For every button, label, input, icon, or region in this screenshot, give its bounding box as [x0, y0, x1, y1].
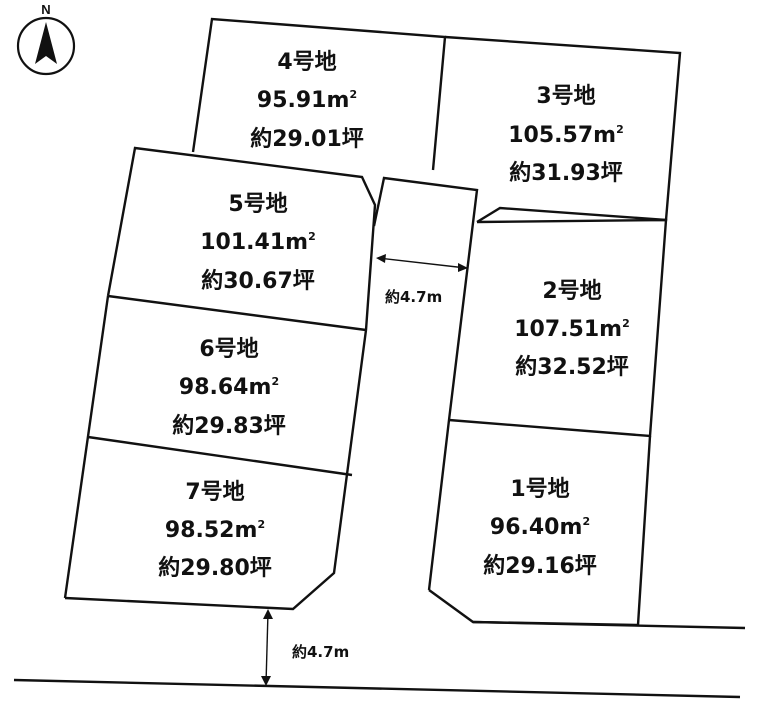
- lot-name: 5号地: [228, 192, 287, 217]
- lot-tsubo: 約29.83坪: [172, 413, 286, 439]
- lot-area-value: 96.40: [490, 515, 560, 540]
- lot-4-boundary: [191, 17, 447, 171]
- lot-area: 101.41m2: [200, 230, 316, 255]
- private-road-width-label: 約4.7m: [385, 288, 442, 306]
- lot-area-unit-superscript: 2: [622, 317, 630, 330]
- lot-area: 95.91m2: [257, 88, 357, 113]
- lot-name: 4号地: [277, 50, 336, 75]
- lot-tsubo: 約30.67坪: [201, 268, 315, 294]
- front-road-width-arrow: [265, 611, 269, 685]
- lot-area-unit-superscript: 2: [257, 518, 265, 531]
- lot-tsubo: 約29.80坪: [158, 555, 272, 581]
- lot-area-unit-superscript: 2: [616, 123, 624, 136]
- lot-area-value: 95.91: [257, 88, 327, 113]
- lot-2-label: 2号地 107.51m2 約32.52坪: [514, 279, 630, 380]
- lot-area-unit-superscript: 2: [582, 515, 590, 528]
- lot-name: 6号地: [199, 337, 258, 362]
- lot-5-label: 5号地 101.41m2 約30.67坪: [200, 192, 316, 294]
- lot-6-label: 6号地 98.64m2 約29.83坪: [172, 337, 286, 439]
- arrowhead-right: [458, 263, 468, 272]
- lot-area: 107.51m2: [514, 317, 630, 342]
- lot-area: 98.64m2: [179, 375, 279, 400]
- lot-tsubo: 約29.01坪: [250, 126, 364, 152]
- lot-area-unit: m: [285, 230, 308, 255]
- private-road-width-arrow: [377, 257, 467, 269]
- front-road-south-edge: [13, 678, 741, 699]
- lot-area-unit: m: [593, 123, 616, 148]
- lot-5-boundary: [106, 146, 377, 331]
- lot-area: 105.57m2: [508, 123, 624, 148]
- arrowhead-down: [261, 676, 271, 686]
- lot-4-label: 4号地 95.91m2 約29.01坪: [250, 50, 364, 152]
- dimension-arrows: 約4.7m 約4.7m: [261, 254, 468, 686]
- lot-tsubo: 約32.52坪: [515, 354, 629, 380]
- lot-area-value: 107.51: [514, 317, 599, 342]
- west-lots-left-edge: [63, 295, 110, 599]
- lot-area-unit: m: [249, 375, 272, 400]
- lot-name: 7号地: [185, 480, 244, 505]
- lot-area-unit: m: [327, 88, 350, 113]
- lot-3-label: 3号地 105.57m2 約31.93坪: [508, 84, 624, 186]
- north-pointer: [35, 22, 57, 64]
- lot-name: 1号地: [510, 477, 569, 502]
- lot-area-value: 105.57: [508, 123, 593, 148]
- lot-area-unit-superscript: 2: [308, 230, 316, 243]
- lot-area: 98.52m2: [165, 518, 265, 543]
- lot-area-unit-superscript: 2: [271, 375, 279, 388]
- lot-area-unit: m: [599, 317, 622, 342]
- lot-7-label: 7号地 98.52m2 約29.80坪: [158, 480, 272, 581]
- north-label: N: [41, 2, 50, 17]
- front-road-width-label: 約4.7m: [292, 643, 349, 661]
- lot-area: 96.40m2: [490, 515, 590, 540]
- lot-area-value: 98.64: [179, 375, 249, 400]
- lot-boundaries: [13, 17, 746, 699]
- lot-labels: 1号地96.40m2約29.16坪2号地107.51m2約32.52坪3号地10…: [158, 50, 630, 581]
- lot-name: 3号地: [536, 84, 595, 109]
- lot-tsubo: 約29.16坪: [483, 553, 597, 579]
- lot-area-unit: m: [235, 518, 258, 543]
- arrowhead-up: [263, 609, 273, 619]
- north-arrow: N: [16, 2, 76, 76]
- lot-tsubo: 約31.93坪: [509, 160, 623, 186]
- lot-6-7-divider: [87, 435, 353, 477]
- lot-name: 2号地: [542, 279, 601, 304]
- lot-5-6-divider: [107, 294, 367, 332]
- lot-area-value: 101.41: [200, 230, 285, 255]
- lot-area-unit: m: [560, 515, 583, 540]
- arrowhead-left: [376, 254, 386, 263]
- front-road-north-edge: [472, 620, 746, 630]
- lot-area-value: 98.52: [165, 518, 235, 543]
- lot-area-unit-superscript: 2: [349, 88, 357, 101]
- private-road-left-edge: [372, 176, 479, 591]
- lot-1-label: 1号地 96.40m2 約29.16坪: [483, 477, 597, 579]
- west-lots-right-edge: [64, 329, 368, 611]
- lot-2-boundary: [448, 218, 668, 438]
